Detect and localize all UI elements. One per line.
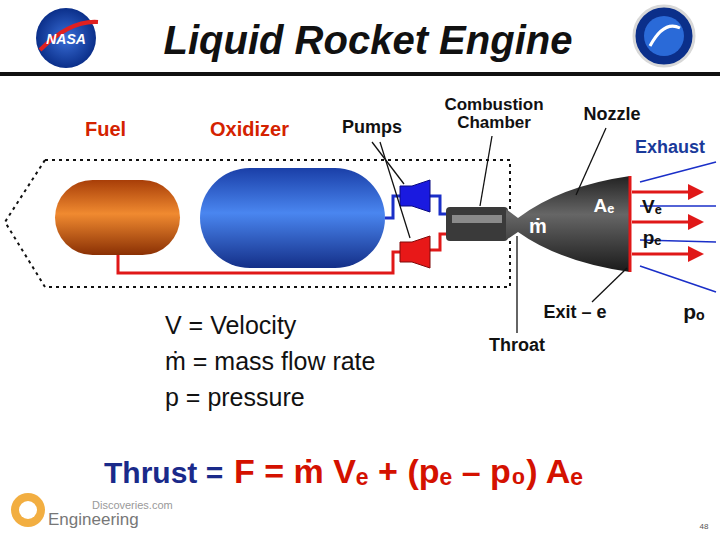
nozzle xyxy=(506,176,630,272)
part-name: Pumps xyxy=(342,118,402,138)
exit-plane xyxy=(629,176,632,272)
part-name: Exit – e xyxy=(543,303,606,323)
leader-lines xyxy=(372,128,627,333)
symbol: pₑ xyxy=(643,228,662,249)
part-name: Exhaust xyxy=(635,138,705,158)
center-logo-inner xyxy=(644,16,684,56)
logo-swoosh xyxy=(650,26,680,46)
oxidizer-pump xyxy=(400,180,430,212)
watermark: Discoveries.com xyxy=(92,499,173,511)
watermark: Engineering xyxy=(48,511,139,530)
nasa-swoosh xyxy=(40,22,98,50)
title-rule xyxy=(0,72,720,76)
watermark-logo xyxy=(11,493,45,527)
fuel-pump xyxy=(400,236,430,268)
title: Liquid Rocket Engine xyxy=(164,18,573,62)
tank-label: Fuel xyxy=(85,118,126,140)
symbol: pₒ xyxy=(683,300,704,323)
page-number: 48 xyxy=(700,523,709,532)
part-name: Throat xyxy=(489,336,545,356)
formula-label: Thrust = xyxy=(104,456,223,489)
oxidizer-tank: Oxidizer xyxy=(200,168,385,268)
definition: V = Velocity xyxy=(165,312,296,340)
logo-text: NASA xyxy=(46,32,86,47)
symbol: Aₑ xyxy=(594,196,615,217)
fuel-tank: Fuel xyxy=(55,180,180,255)
symbol: Vₑ xyxy=(642,197,662,218)
symbol: ṁ xyxy=(529,215,547,237)
combustion-chamber xyxy=(446,207,508,241)
fuel-feed xyxy=(430,234,447,250)
definition: p = pressure xyxy=(165,384,305,412)
watermark-logo-inner xyxy=(19,501,37,519)
exhaust-arrows xyxy=(632,184,704,262)
center-logo xyxy=(634,6,694,66)
nasa-logo xyxy=(36,8,96,68)
part-name: Combustion Chamber xyxy=(437,96,552,132)
oxidizer-feed xyxy=(430,196,447,214)
formula: F = ṁ Vₑ + (pₑ – p₀) Aₑ xyxy=(234,453,583,490)
oxidizer-pipe xyxy=(385,196,402,218)
chamber-highlight xyxy=(452,215,502,223)
exhaust-lines xyxy=(640,162,716,292)
tank-label: Oxidizer xyxy=(210,118,289,140)
part-name: Nozzle xyxy=(583,105,640,125)
definition: ṁ = mass flow rate xyxy=(165,348,375,376)
rocket-outline xyxy=(5,160,510,287)
